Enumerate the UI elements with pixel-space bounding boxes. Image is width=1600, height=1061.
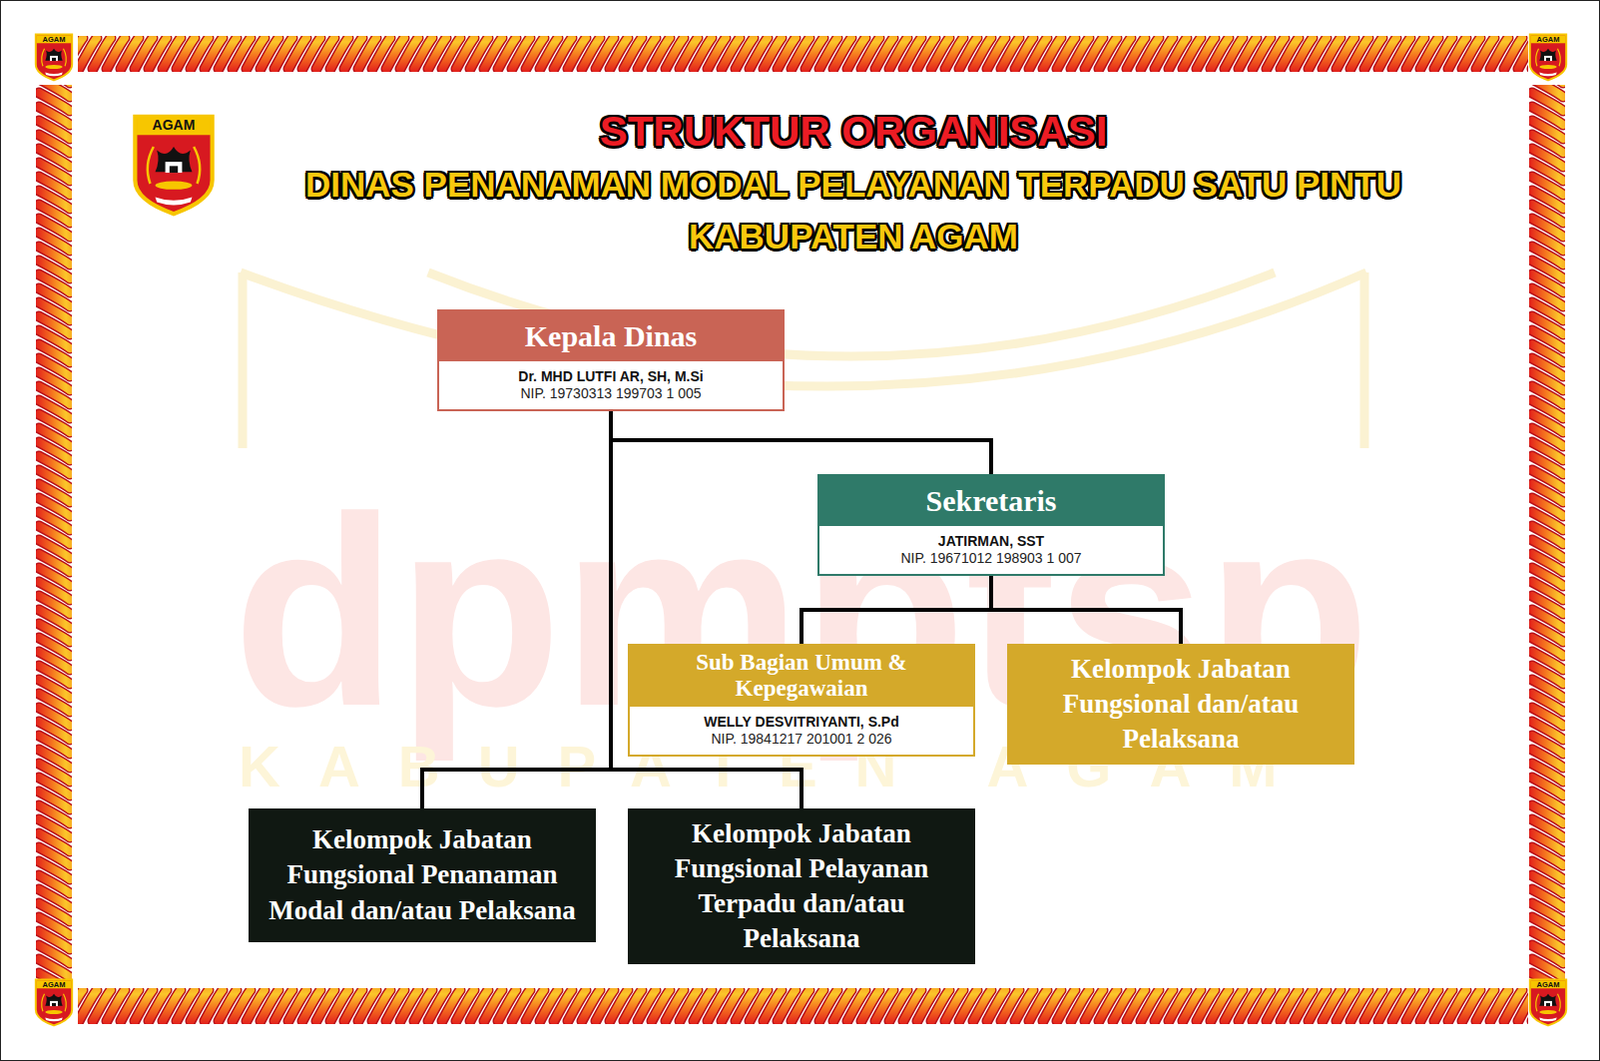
position-title: Sekretaris — [925, 484, 1057, 520]
employee-id: NIP. 19671012 198903 1 007 — [900, 549, 1081, 567]
card-header: Sekretaris — [819, 476, 1163, 527]
logo-text: AGAM — [1528, 34, 1569, 44]
subtitle-text: KABUPATEN AGAM — [154, 215, 1553, 258]
logo-text: AGAM — [131, 115, 216, 135]
card-header: Kepala Dinas — [439, 311, 783, 362]
employee-id: NIP. 19730313 199703 1 005 — [520, 385, 701, 403]
position-card: Sub Bagian Umum & KepegawaianWELLY DESVI… — [627, 643, 976, 757]
official-name: WELLY DESVITRIYANTI, S.Pd — [703, 713, 900, 731]
rope-border — [77, 988, 1529, 1025]
card-body: Dr. MHD LUTFI AR, SH, M.SiNIP. 19730313 … — [439, 361, 783, 410]
rope-border — [35, 84, 72, 981]
card-header: Sub Bagian Umum & Kepegawaian — [629, 645, 974, 707]
group-title: Kelompok Jabatan Fungsional Penanaman Mo… — [260, 822, 584, 928]
logo-text: AGAM — [1528, 980, 1569, 990]
official-name: Dr. MHD LUTFI AR, SH, M.Si — [518, 368, 703, 386]
position-card: Kepala DinasDr. MHD LUTFI AR, SH, M.SiNI… — [437, 309, 785, 412]
group-box: Kelompok Jabatan Fungsional Penanaman Mo… — [248, 808, 596, 943]
card-body: JATIRMAN, SSTNIP. 19671012 198903 1 007 — [819, 526, 1163, 574]
org-connector — [801, 575, 992, 644]
official-name: JATIRMAN, SST — [938, 533, 1045, 550]
text-stack: Kelompok Jabatan Fungsional Penanaman Mo… — [260, 822, 584, 928]
org-connector — [422, 411, 611, 809]
group-title: Kelompok Jabatan Fungsional dan/atau Pel… — [1019, 651, 1343, 757]
position-card: SekretarisJATIRMAN, SSTNIP. 19671012 198… — [817, 474, 1165, 576]
roof-watermark — [240, 272, 1367, 449]
logo-text: AGAM — [33, 980, 74, 990]
text-stack: Kelompok Jabatan Fungsional dan/atau Pel… — [1019, 651, 1343, 757]
group-title: Kelompok Jabatan Fungsional Pelayanan Te… — [639, 816, 964, 957]
card-body: WELLY DESVITRIYANTI, S.PdNIP. 19841217 2… — [629, 706, 974, 755]
title-text: STRUKTUR ORGANISASI — [154, 106, 1553, 157]
rope-border — [1529, 84, 1566, 981]
logo-text: AGAM — [33, 34, 74, 44]
group-box: Kelompok Jabatan Fungsional Pelayanan Te… — [627, 808, 976, 965]
subtitle-text: DINAS PENANAMAN MODAL PELAYANAN TERPADU … — [154, 163, 1553, 206]
position-title: Sub Bagian Umum & Kepegawaian — [639, 649, 964, 703]
text-stack: Kelompok Jabatan Fungsional Pelayanan Te… — [639, 816, 964, 957]
employee-id: NIP. 19841217 201001 2 026 — [710, 730, 892, 748]
org-connector — [610, 411, 992, 475]
rope-border — [77, 35, 1529, 72]
position-title: Kepala Dinas — [525, 319, 698, 355]
org-connector — [991, 575, 1181, 644]
group-box: Kelompok Jabatan Fungsional dan/atau Pel… — [1007, 643, 1355, 765]
